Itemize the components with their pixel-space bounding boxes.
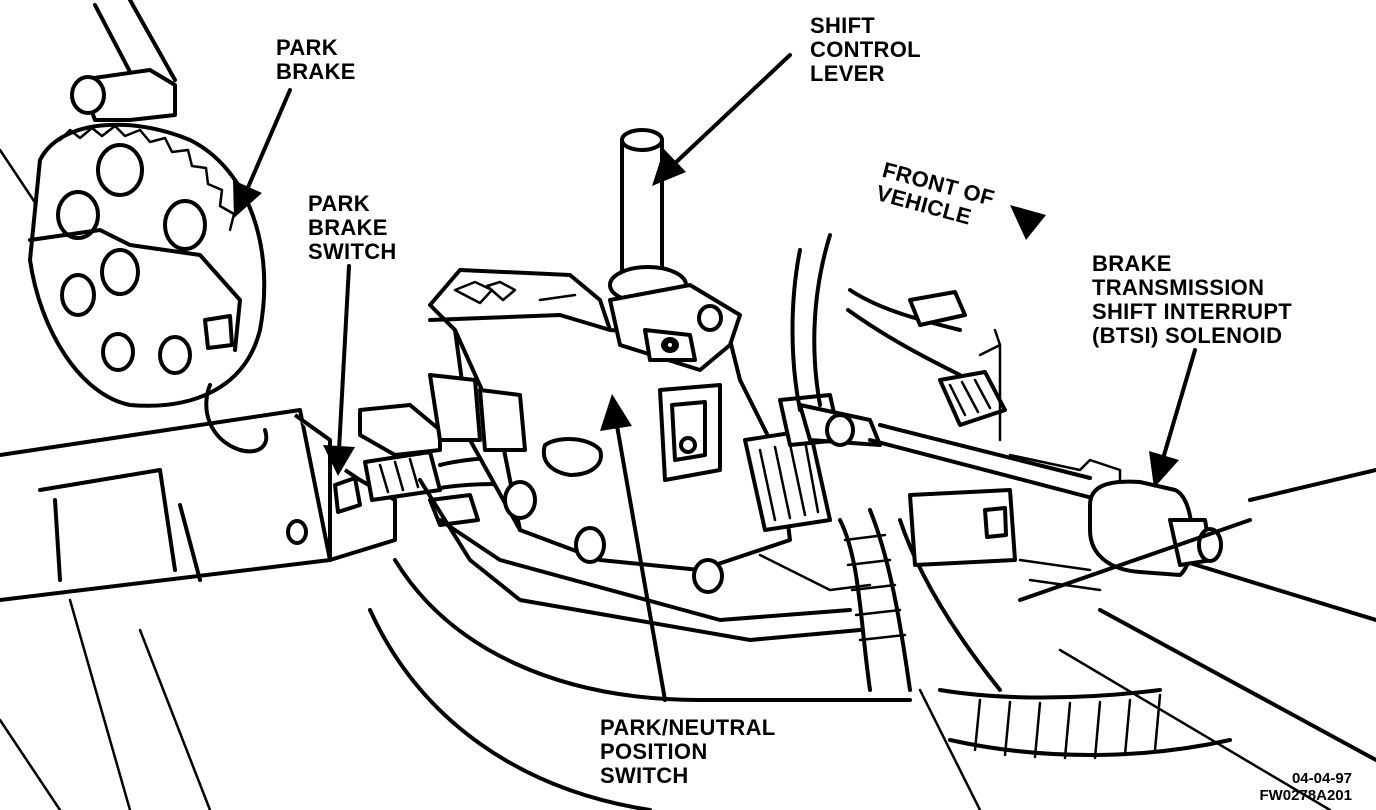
btsi-solenoid-label-line2: TRANSMISSION xyxy=(1092,275,1265,300)
btsi-solenoid-label-line3: SHIFT INTERRUPT xyxy=(1092,299,1293,324)
harness-bundle xyxy=(743,233,1232,760)
park-neutral-switch-label: PARK/NEUTRAL POSITION SWITCH xyxy=(600,716,776,788)
btsi-solenoid-label-line1: BRAKE xyxy=(1092,251,1172,276)
park-brake-switch-label-line1: PARK xyxy=(308,191,370,216)
park-brake-label-line2: BRAKE xyxy=(276,59,356,84)
park-brake-switch-drawing xyxy=(286,403,442,562)
park-brake-switch-label-line3: SWITCH xyxy=(308,239,397,264)
btsi-solenoid-label-line4: (BTSI) SOLENOID xyxy=(1092,323,1283,348)
park-neutral-switch-label-line2: POSITION xyxy=(600,739,708,764)
shift-control-lever-label-line1: SHIFT xyxy=(810,13,876,38)
park-brake-assembly xyxy=(28,68,269,454)
park-neutral-switch-label-line3: SWITCH xyxy=(600,763,689,788)
park-brake-label-line1: PARK xyxy=(276,35,338,60)
shift-control-lever-label-line2: CONTROL xyxy=(810,37,921,62)
leader-arrows xyxy=(233,53,1197,702)
park-neutral-switch-label-line1: PARK/NEUTRAL xyxy=(600,715,776,740)
shift-control-lever-label: SHIFT CONTROL LEVER xyxy=(810,14,921,86)
btsi-solenoid-label: BRAKE TRANSMISSION SHIFT INTERRUPT (BTSI… xyxy=(1092,252,1292,348)
figure-date: 04-04-97 xyxy=(1291,770,1352,787)
shift-control-lever-label-line3: LEVER xyxy=(810,61,885,86)
figure-code: 04-04-97 FW0278A201 xyxy=(1259,770,1352,804)
park-brake-switch-label-line2: BRAKE xyxy=(308,215,388,240)
btsi-solenoid-drawing xyxy=(798,403,1252,602)
park-brake-label: PARK BRAKE xyxy=(276,36,356,84)
figure-id: FW0278A201 xyxy=(1259,787,1352,804)
shift-lever-drawing xyxy=(608,128,742,482)
park-brake-switch-label: PARK BRAKE SWITCH xyxy=(308,192,397,264)
